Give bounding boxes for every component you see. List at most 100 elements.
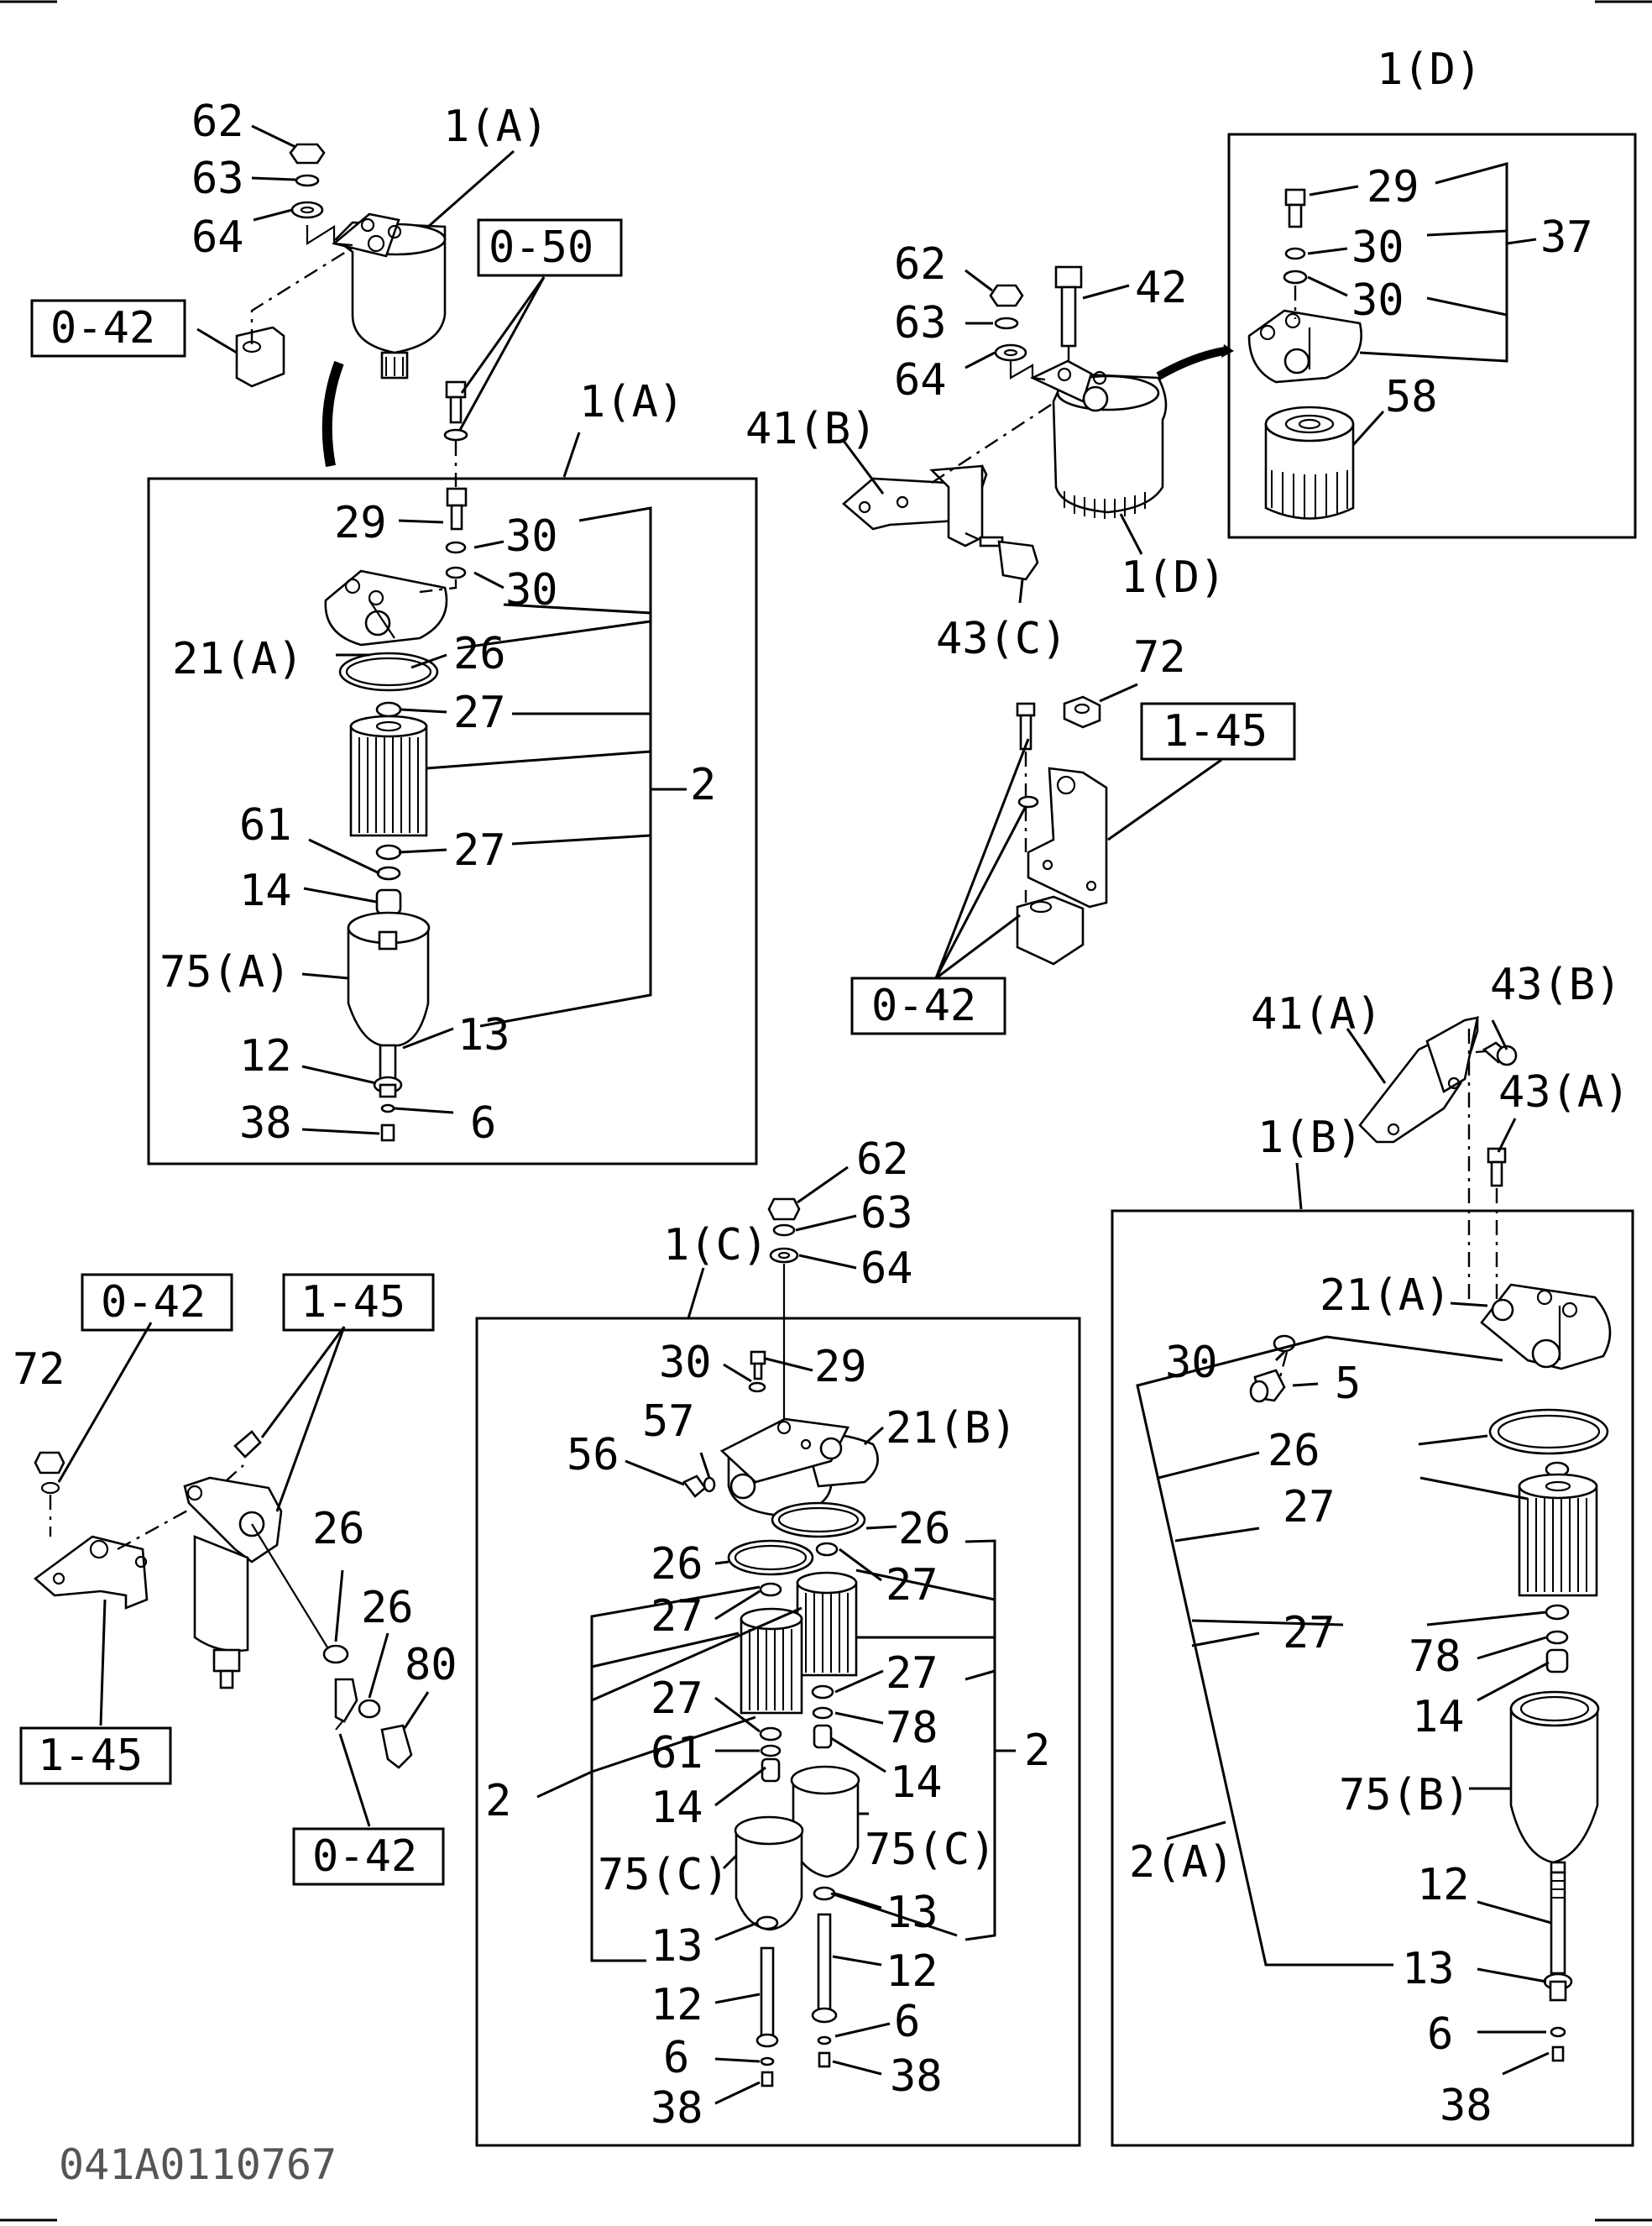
part-number: 75(A) — [159, 947, 291, 998]
part-number: 56 — [567, 1430, 620, 1480]
part-number: 72 — [1133, 632, 1186, 683]
part-number: 64 — [191, 212, 244, 263]
assembly-title: 1(A) — [579, 377, 684, 427]
filter-head-icon — [719, 1417, 879, 1517]
assembly-1a-frame — [147, 477, 758, 1165]
assembly-1b-frame — [1111, 1209, 1634, 2147]
part-number: 2 — [690, 760, 716, 810]
part-number: 61 — [239, 800, 292, 851]
bolt-icon — [1482, 1041, 1518, 1066]
ref-box-1-45 — [19, 1726, 172, 1785]
part-number: 63 — [860, 1188, 913, 1239]
part-number: 43(A) — [1498, 1067, 1630, 1118]
part-number: 14 — [890, 1757, 943, 1808]
part-number: 75(C) — [598, 1850, 729, 1900]
assembly-1a: 0-42 0-50 1(A) 1(A) 62 63 64 29 30 30 21… — [30, 97, 758, 1165]
bolt-icon — [233, 1430, 262, 1459]
part-number: 12 — [239, 1031, 292, 1082]
plug-icon — [682, 1474, 716, 1498]
part-number: 63 — [894, 298, 947, 348]
part-number: 21(B) — [886, 1403, 1017, 1453]
nut-icon — [989, 284, 1027, 362]
part-number: 30 — [505, 511, 558, 562]
part-number: 64 — [894, 355, 947, 406]
spacer-block-icon — [235, 326, 285, 388]
part-number: 21(A) — [172, 634, 304, 684]
part-number: 30 — [1351, 223, 1404, 273]
ref-box-1-45 — [1140, 702, 1296, 761]
ref-label: 0-42 — [871, 981, 976, 1031]
part-number: 14 — [651, 1783, 703, 1833]
part-number: 41(A) — [1251, 989, 1383, 1040]
ref-label: 0-42 — [50, 303, 155, 354]
filter-element-icon — [1518, 1473, 1598, 1597]
part-number: 30 — [505, 565, 558, 615]
part-number: 27 — [886, 1648, 938, 1699]
part-number: 26 — [1268, 1426, 1320, 1476]
bolt-icon — [1283, 188, 1308, 285]
part-number: 78 — [1409, 1632, 1461, 1682]
assembly-title: 1(D) — [1377, 45, 1482, 95]
drawing-code: 041A0110767 — [59, 2140, 337, 2189]
assembly-1b: 1(B) — [1111, 960, 1634, 2147]
assembly-title: 1(A) — [443, 102, 548, 152]
part-number: 5 — [1335, 1359, 1361, 1409]
part-number: 27 — [651, 1673, 703, 1724]
bolt-icon — [445, 487, 468, 579]
assembly-title: 1(D) — [1121, 553, 1226, 603]
part-number: 29 — [814, 1342, 867, 1392]
part-number: 26 — [898, 1504, 951, 1554]
assembly-title: 1(B) — [1257, 1113, 1362, 1163]
part-number: 6 — [470, 1098, 496, 1149]
part-number: 78 — [886, 1703, 938, 1753]
part-number: 21(A) — [1320, 1270, 1451, 1321]
part-number: 6 — [894, 1997, 920, 2047]
part-number: 26 — [453, 629, 506, 679]
part-number: 43(C) — [936, 614, 1068, 664]
filter-head-icon — [1247, 309, 1362, 384]
part-number: 62 — [894, 239, 947, 290]
nut-icon — [767, 1197, 801, 1264]
part-number: 14 — [239, 866, 292, 916]
part-number: 30 — [659, 1338, 712, 1388]
part-number: 43(B) — [1490, 960, 1622, 1010]
assembly-1d: 1(D) — [745, 45, 1637, 664]
bolt-icon — [750, 1350, 766, 1380]
fuel-filter-assembly-icon — [1029, 359, 1168, 519]
part-number: 26 — [651, 1539, 703, 1590]
part-number: 38 — [1440, 2081, 1493, 2131]
part-number: 41(B) — [745, 404, 877, 454]
part-number: 61 — [651, 1728, 703, 1778]
part-number: 62 — [191, 97, 244, 147]
nut-icon — [1063, 695, 1101, 729]
part-number: 14 — [1412, 1692, 1465, 1742]
bottom-left-assembly: 0-42 1-45 72 — [13, 1273, 457, 1886]
ref-box-0-42 — [850, 977, 1006, 1035]
bowl-icon — [1509, 1690, 1600, 1864]
ref-box-0-42 — [30, 299, 186, 358]
ref-box-0-42 — [292, 1827, 445, 1886]
bowl-icon — [347, 911, 431, 1047]
filter-element-icon — [349, 715, 428, 837]
nut-icon — [34, 1451, 65, 1474]
part-number: 30 — [1351, 275, 1404, 326]
bolt-icon — [443, 380, 468, 442]
bracket-icon — [33, 1535, 149, 1610]
filter-element-icon — [740, 1607, 803, 1715]
part-number: 27 — [453, 688, 506, 738]
part-number: 13 — [886, 1888, 938, 1938]
part-number: 27 — [886, 1560, 938, 1611]
part-number: 64 — [860, 1244, 913, 1294]
bolt-icon — [1487, 1147, 1507, 1187]
part-number: 27 — [453, 825, 506, 876]
plug-icon — [1249, 1369, 1286, 1403]
fuel-filter-assembly-icon — [332, 212, 447, 380]
ref-label: 1-45 — [38, 1731, 143, 1781]
part-number: 12 — [651, 1980, 703, 2030]
part-number: 29 — [1367, 162, 1419, 212]
bowl-icon — [734, 1815, 804, 1931]
ref-box-0-50 — [477, 218, 623, 277]
part-number: 80 — [405, 1640, 457, 1690]
